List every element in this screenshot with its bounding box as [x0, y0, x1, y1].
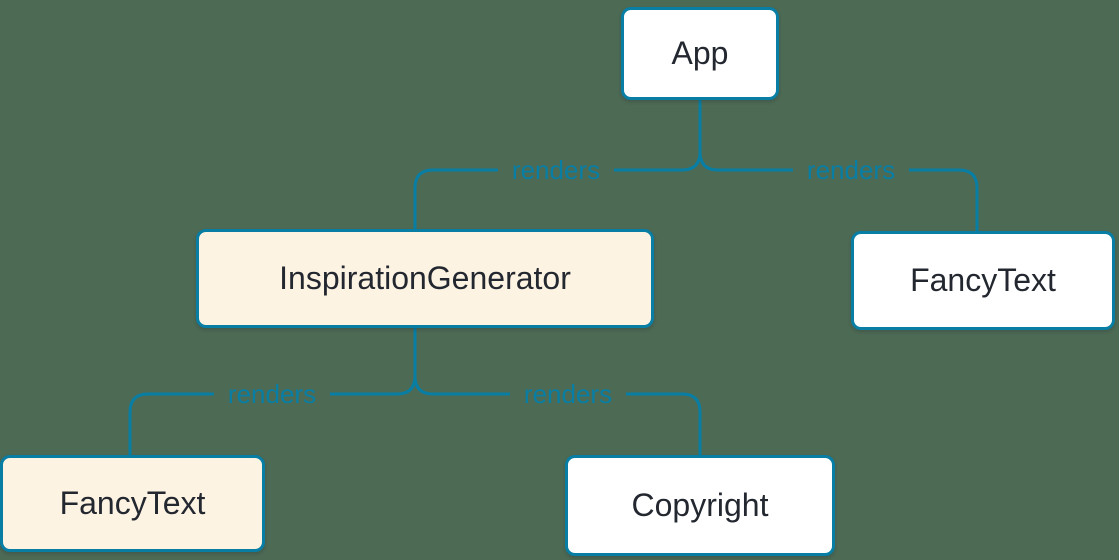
renders-label-app-left: renders	[497, 153, 615, 187]
node-copyright: Copyright	[565, 455, 835, 556]
renders-label-app-right: renders	[792, 153, 910, 187]
renders-label-generator-left: renders	[213, 377, 331, 411]
node-fancytext-top: FancyText	[851, 231, 1115, 330]
renders-label-generator-right: renders	[509, 377, 627, 411]
node-app: App	[621, 7, 779, 100]
node-inspirationgenerator: InspirationGenerator	[196, 229, 654, 328]
node-fancytext-bottom: FancyText	[0, 455, 265, 552]
